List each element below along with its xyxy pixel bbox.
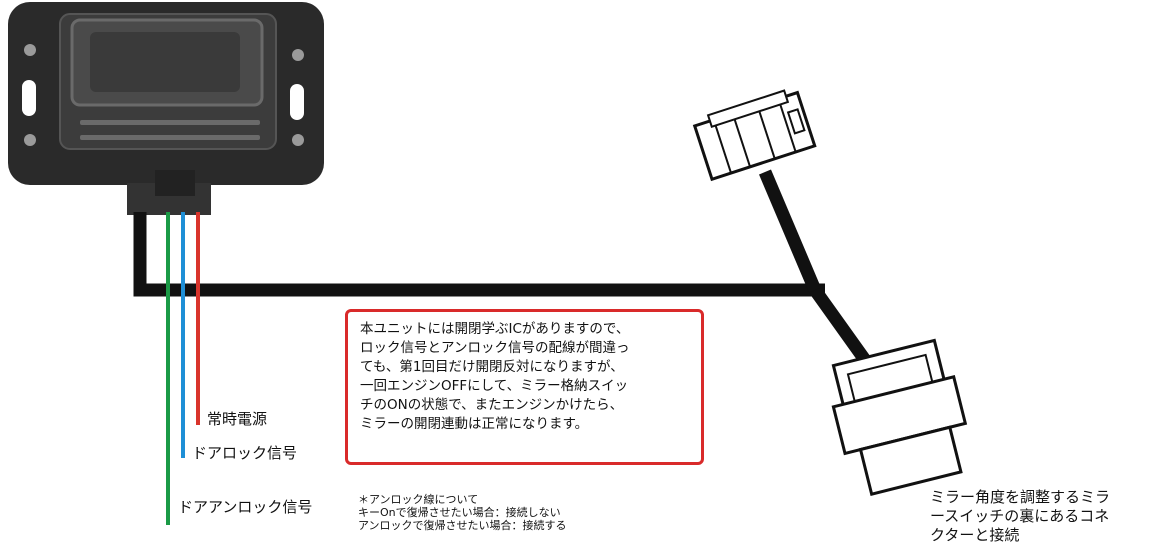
door-lock-label: ドアロック信号: [192, 444, 298, 462]
lower-connector: [831, 338, 968, 496]
mirror-connector-note: ミラー角度を調整するミラ ースイッチの裏にあるコネ クターと接続: [930, 488, 1110, 545]
mirror-note-line: クターと接続: [930, 526, 1020, 544]
unit-plug: [127, 170, 211, 215]
mount-slot-right: [290, 84, 304, 120]
notice-line: ミラーの開閉連動は正常になります。: [360, 416, 589, 432]
unlock-footnote: ＊アンロック線について キーOnで復帰させたい場合：接続しない アンロックで復帰…: [358, 493, 567, 532]
door-unlock-label: ドアアンロック信号: [178, 498, 313, 516]
mount-hole-right-bottom: [292, 134, 304, 146]
footnote-line: アンロックで復帰させたい場合：接続する: [358, 519, 567, 532]
mount-hole-right-top: [292, 49, 304, 61]
control-unit: [8, 2, 324, 185]
harness: [133, 169, 871, 364]
constant-power-label: 常時電源: [207, 410, 268, 428]
footnote-line: キーOnで復帰させたい場合：接続しない: [358, 506, 561, 519]
notice-line: 本ユニットには開閉学ぶICがありますので、: [360, 321, 630, 337]
mirror-note-line: ースイッチの裏にあるコネ: [930, 507, 1110, 525]
notice-box: 本ユニットには開閉学ぶICがありますので、 ロック信号とアンロック信号の配線が間…: [345, 309, 704, 465]
mirror-note-line: ミラー角度を調整するミラ: [930, 488, 1111, 506]
notice-line: チのONの状態で、またエンジンかけたら、: [360, 397, 624, 413]
mount-slot-left: [22, 80, 36, 116]
upper-connector: [692, 89, 817, 182]
mount-hole-left-bottom: [24, 134, 36, 146]
footnote-line: ＊アンロック線について: [358, 493, 479, 506]
notice-line: ロック信号とアンロック信号の配線が間違っ: [360, 340, 630, 356]
notice-line: 一回エンジンOFFにして、ミラー格納スイッ: [360, 378, 629, 394]
notice-line: ても、第1回目だけ開閉反対になりますが、: [360, 359, 624, 375]
mount-hole-left-top: [24, 44, 36, 56]
